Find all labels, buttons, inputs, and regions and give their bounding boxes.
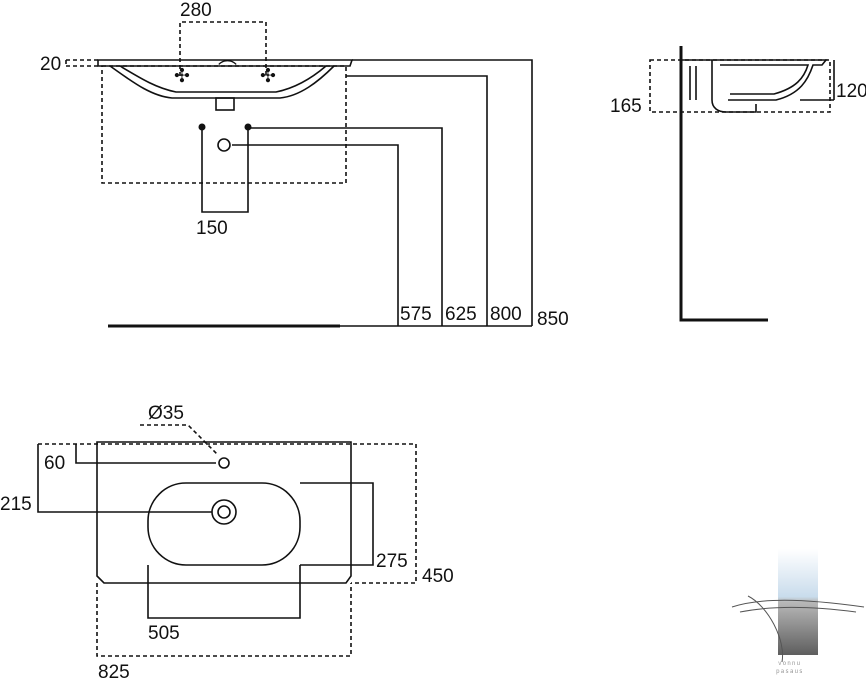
dim-60-label: 60 [44,453,65,474]
side-trap [689,66,697,100]
dim-d35-label: Ø35 [148,403,184,424]
side-depth-box [649,59,831,113]
dim-800-line [346,75,488,326]
dim-450-label: 450 [422,566,454,587]
dim-575-line [232,144,399,326]
front-view: ✣ ✣ ⌒ 280 20 150 575 625 800 850 [40,0,569,330]
waste-outlet [215,97,235,111]
waste-connection [217,138,231,152]
plan-view: Ø35 60 215 275 450 505 825 [0,403,454,680]
side-basin-profile [681,59,828,101]
tap-symbol-center: ⌒ [218,59,237,81]
plan-countertop [96,441,352,584]
dim-850-label: 850 [537,309,569,330]
dim-275-label: 275 [376,551,408,572]
dim-625-label: 625 [445,304,477,325]
dim-150-bracket [201,130,249,213]
dim-280-label: 280 [180,0,212,21]
dim-215-label: 215 [0,494,32,515]
logo-caption-line2: pasaus [776,668,804,675]
fixing-point-right [244,123,252,131]
side-siphon [711,60,757,113]
side-basin-inner [720,64,810,95]
dim-825-bracket [96,583,352,657]
dim-800-label: 800 [490,304,522,325]
dim-165-label: 165 [610,96,642,117]
plan-drain-inner [217,505,231,519]
logo-wave [731,599,865,608]
basin-bowl-inner [119,65,327,93]
fixing-point-left [198,123,206,131]
basin-rim [97,59,354,67]
dim-505-label: 505 [148,623,180,644]
dim-505-bracket [147,565,301,619]
cabinet-outline [101,65,347,184]
brand-logo: vonnu pasaus [731,549,865,675]
dim-625-line [250,127,443,326]
dim-215-line [37,444,212,513]
dim-120-line [800,60,835,101]
dim-575-label: 575 [400,304,432,325]
dim-850-line [352,59,533,326]
logo-caption-line1: vonnu [778,660,801,667]
dim-275-line [300,482,374,566]
wall-line [679,46,768,322]
plan-bowl [147,482,301,566]
plan-drain-outer [211,499,237,525]
dim-120-label: 120 [836,81,866,102]
logo-column [778,549,818,655]
dim-20-label: 20 [40,54,61,75]
plan-tap-hole [218,457,230,469]
tap-symbol-left: ✣ [174,66,190,87]
dim-20-line [65,59,98,67]
dim-150-label: 150 [196,218,228,239]
tap-symbol-right: ✣ [260,66,276,87]
dim-d35-leader [140,424,219,456]
logo-arc [747,595,784,663]
dim-825-label: 825 [98,662,130,680]
dim-60-line [75,444,216,464]
plan-outer-dashed [38,443,417,584]
side-view: 165 120 [610,46,866,322]
logo-wave-2 [739,607,857,613]
